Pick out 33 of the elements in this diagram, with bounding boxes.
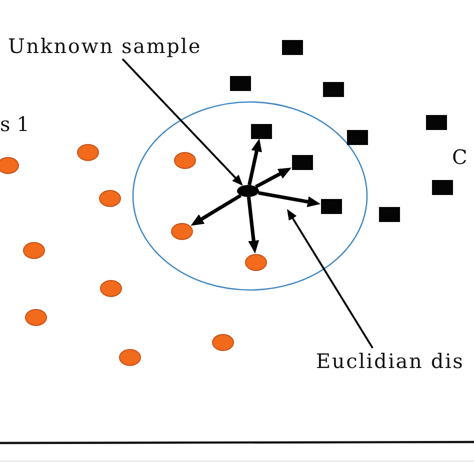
distance-arrow: [246, 196, 260, 254]
data-point: [23, 242, 45, 258]
distance-arrow: [248, 138, 262, 186]
data-point: [77, 144, 99, 160]
data-point: [100, 280, 122, 296]
data-point: [99, 190, 121, 206]
distance-arrow: [190, 194, 242, 226]
data-point: [119, 348, 141, 366]
data-square-marker: [322, 82, 344, 96]
data-point: [245, 254, 267, 270]
data-point: [0, 156, 19, 174]
data-point: [174, 152, 196, 168]
data-square-marker: [292, 154, 312, 170]
class-label: s 1: [0, 112, 30, 136]
data-point: [212, 334, 234, 350]
data-square-marker: [426, 114, 446, 130]
data-square-marker: [320, 198, 342, 214]
data-square-marker: [378, 206, 400, 222]
distance-arrow: [258, 191, 320, 208]
data-square-marker: [346, 130, 368, 144]
distance-arrow: [254, 168, 292, 188]
data-square-marker: [282, 40, 302, 54]
query-point: [237, 185, 259, 197]
class-label: C: [452, 145, 468, 169]
data-square-marker: [230, 76, 250, 90]
leader-arrow: [287, 209, 374, 348]
data-point: [25, 308, 47, 326]
leader-arrow: [122, 58, 243, 186]
sample-label: Unknown sample: [8, 33, 222, 59]
data-square-marker: [432, 180, 452, 194]
distance-label: Euclidian dis: [316, 348, 472, 374]
data-point: [171, 222, 193, 240]
data-square-marker: [250, 124, 272, 138]
